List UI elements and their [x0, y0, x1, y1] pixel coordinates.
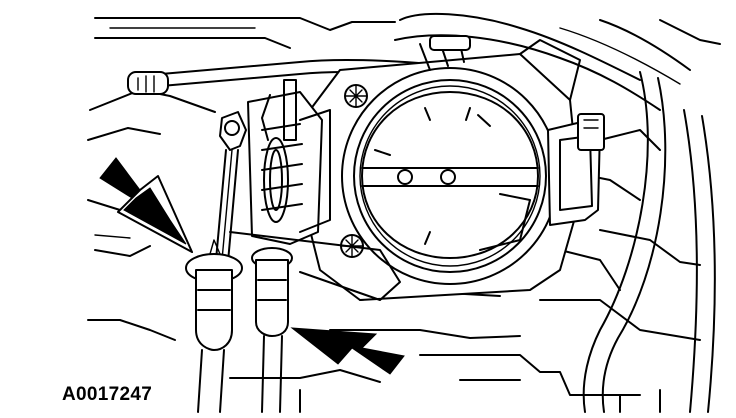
cable-fitting-right [251, 247, 293, 413]
sensor-connector [547, 113, 605, 226]
throttle-body [299, 35, 581, 301]
cable-bracket-left [215, 111, 247, 263]
pointer-arrows [99, 157, 405, 375]
hoses-right [582, 71, 716, 413]
arrow-pointer-icon [290, 327, 405, 375]
cable-fitting-left [185, 239, 243, 413]
throttle-linkage [229, 79, 401, 301]
figure-id-label: A0017247 [60, 384, 155, 406]
